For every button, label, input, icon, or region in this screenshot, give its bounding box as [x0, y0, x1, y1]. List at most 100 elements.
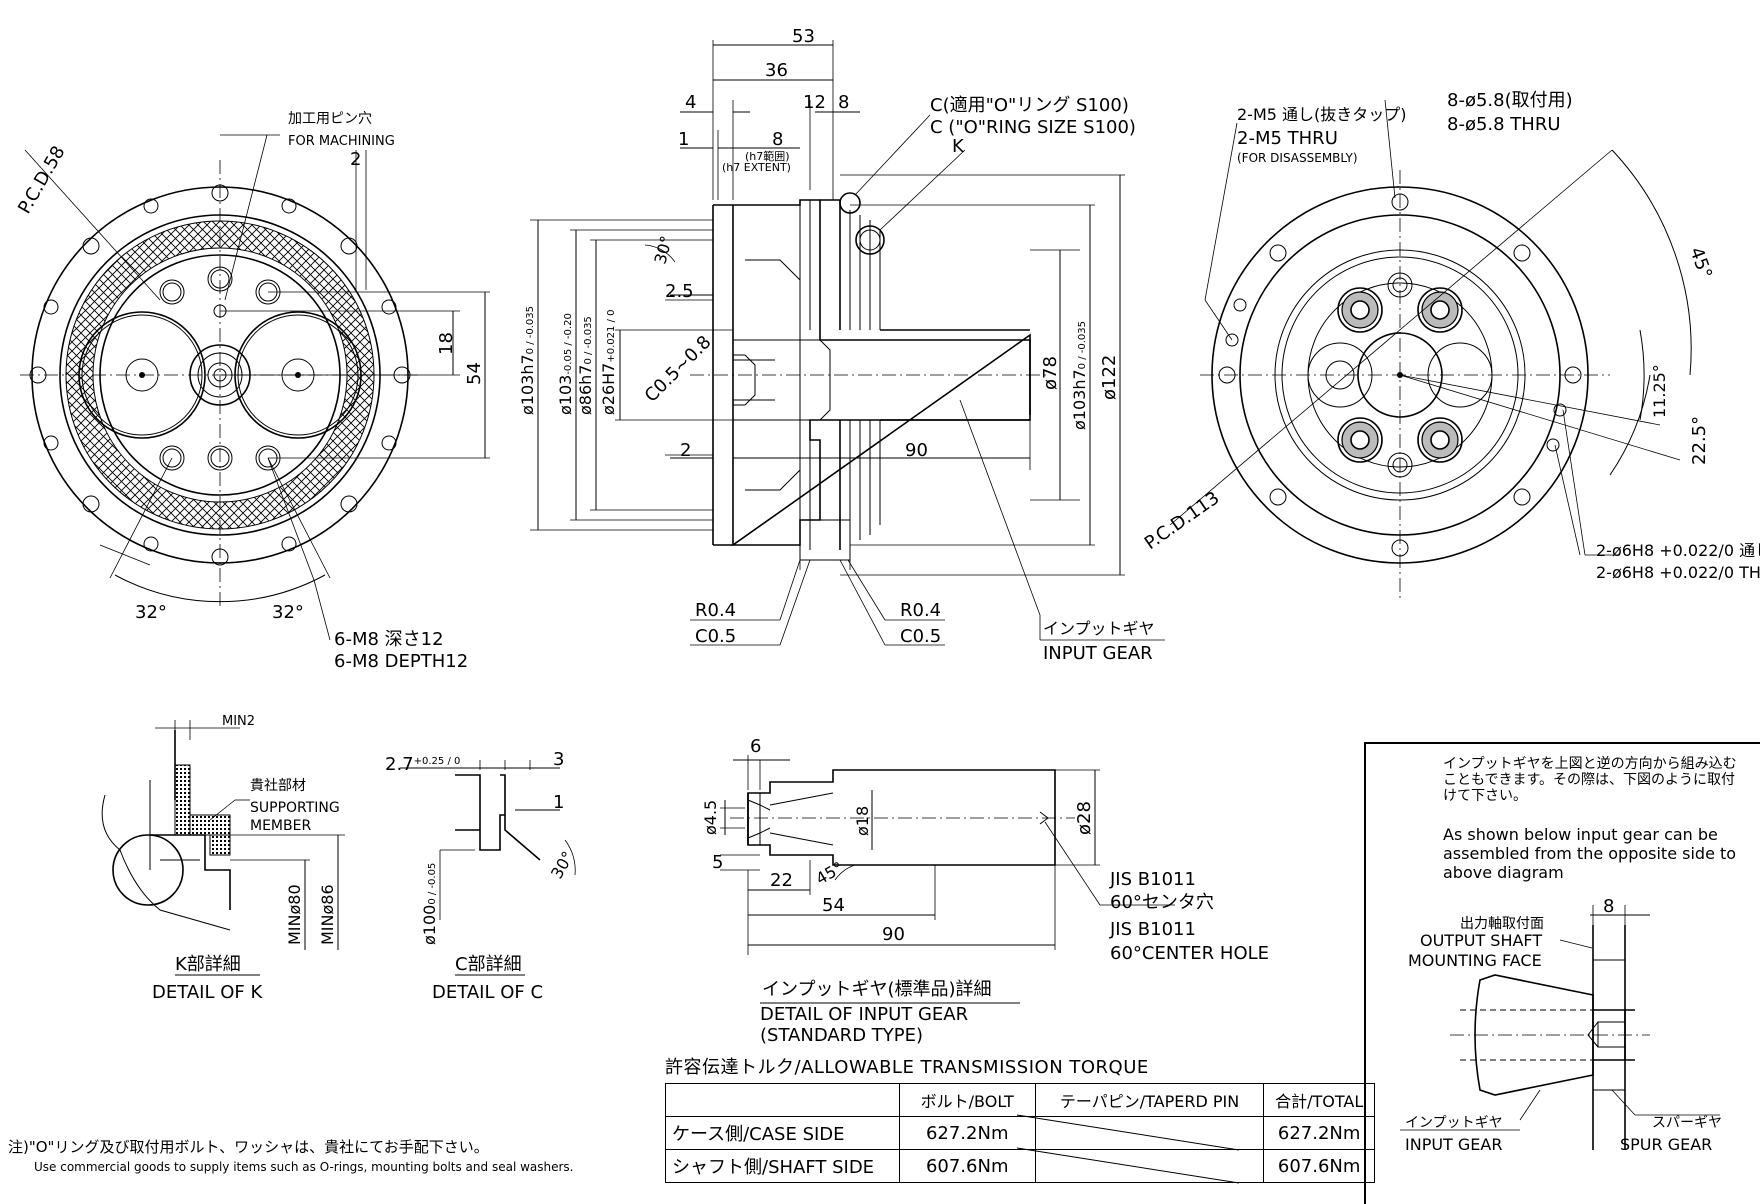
alt-face-jp: 出力軸取付面 — [1460, 916, 1544, 932]
side-oring-jp: C(適用"O"リング S100) — [930, 95, 1129, 116]
detail-c-dim-3: 3 — [553, 749, 564, 770]
alt-assembly-labels: 出力軸取付面 OUTPUT SHAFT MOUNTING FACE 8 インプッ… — [1405, 896, 1722, 1154]
detail-c-dim-1: 1 — [553, 792, 564, 813]
side-k: K — [952, 136, 965, 157]
side-oring-en: C ("O"RING SIZE S100) — [930, 117, 1136, 138]
rear-m5-note: (FOR DISASSEMBLY) — [1237, 151, 1358, 165]
table-row-pin — [1034, 1149, 1265, 1183]
rear-m5-en: 2-M5 THRU — [1237, 128, 1338, 149]
detail-c-title-jp: C部詳細 — [455, 954, 522, 975]
ig-dim-22: 22 — [770, 870, 793, 891]
ig-jis1: JIS B1011 — [1109, 869, 1196, 890]
side-r04-right: R0.4 — [900, 600, 941, 621]
ig-d28: ø28 — [1074, 801, 1095, 835]
side-d103h7: ø103h70 / -0.035 — [518, 306, 537, 415]
ig-d45: ø4.5 — [701, 800, 720, 835]
table-header-1: ボルト/BOLT — [898, 1083, 1036, 1117]
rear-angle-22-5: 22.5° — [1689, 416, 1710, 465]
detail-k — [101, 720, 345, 976]
ig-dim-90: 90 — [882, 924, 905, 945]
table-row-total: 627.2Nm — [1263, 1116, 1375, 1150]
side-dim-1: 1 — [678, 129, 689, 150]
detail-k-member-en1: SUPPORTING — [250, 800, 340, 816]
table-header-2: テーパピン/TAPERD PIN — [1034, 1083, 1265, 1117]
front-tap-en: 6-M8 DEPTH12 — [334, 651, 468, 672]
torque-table-title: 許容伝達トルク/ALLOWABLE TRANSMISSION TORQUE — [665, 1057, 1149, 1078]
table-row-label: シャフト側/SHAFT SIDE — [665, 1149, 900, 1183]
ig-d18: ø18 — [853, 806, 872, 836]
ig-title-en1: DETAIL OF INPUT GEAR — [760, 1004, 968, 1025]
table-row-label: ケース側/CASE SIDE — [665, 1116, 900, 1150]
front-dim-18: 18 — [436, 332, 457, 355]
side-d26h7: ø26H7+0.021 / 0 — [599, 310, 618, 415]
alt-dim-8: 8 — [1603, 896, 1614, 917]
rear-pcd: P.C.D.113 — [1141, 488, 1224, 555]
detail-c-labels: 2.7+0.25 / 0 3 1 30° ø1000 / -0.05 C部詳細 … — [385, 749, 578, 1003]
alt-spur-jp: スパーギヤ — [1652, 1115, 1722, 1131]
ig-center-en: 60°CENTER HOLE — [1110, 943, 1269, 964]
table-row-bolt: 607.6Nm — [898, 1149, 1036, 1183]
rear-holes-en: 8-ø5.8 THRU — [1447, 114, 1561, 135]
side-dim-8b: 8 — [772, 129, 783, 150]
alt-input-jp: インプットギヤ — [1405, 1115, 1503, 1131]
detail-k-title-en: DETAIL OF K — [152, 982, 263, 1003]
alt-assembly-en: As shown below input gear can be assembl… — [1443, 825, 1737, 882]
detail-c-dim-27: 2.7+0.25 / 0 — [385, 754, 460, 775]
side-chamfer: C0.5~0.8 — [641, 332, 716, 407]
rear-outer-holes — [1218, 193, 1582, 557]
side-dim-90: 90 — [905, 440, 928, 461]
ig-title-jp: インプットギヤ(標準品)詳細 — [762, 979, 992, 1000]
front-pcd: P.C.D.58 — [14, 142, 69, 217]
side-d78: ø78 — [1040, 356, 1061, 390]
table-row-bolt: 627.2Nm — [898, 1116, 1036, 1150]
side-h7-jp: (h7範囲) — [745, 149, 790, 163]
detail-k-min80: MINø80 — [285, 884, 304, 945]
front-tap-jp: 6-M8 深さ12 — [334, 629, 444, 650]
table-header-row: ボルト/BOLT テーパピン/TAPERD PIN 合計/TOTAL — [665, 1083, 1375, 1117]
ig-dim-6: 6 — [750, 736, 761, 757]
side-angle-30: 30° — [651, 234, 677, 266]
rear-pin-en: 2-ø6H8 +0.022/0 THRU — [1596, 563, 1760, 582]
detail-c — [400, 760, 576, 976]
detail-c-angle-30: 30° — [547, 848, 578, 882]
side-d103: ø103-0.05 / -0.20 — [556, 313, 575, 415]
table-row-pin — [1034, 1116, 1265, 1150]
ig-center-jp: 60°センタ穴 — [1110, 892, 1214, 913]
front-angle-right: 32° — [272, 602, 304, 623]
input-gear-labels: 6 ø4.5 5 ø18 ø28 22 45° 54 90 JIS B1011 … — [701, 736, 1269, 1046]
rear-view — [1169, 99, 1692, 600]
ig-jis2: JIS B1011 — [1109, 919, 1196, 940]
detail-k-min2: MIN2 — [222, 714, 255, 729]
side-h7-en: (h7 EXTENT) — [722, 161, 791, 174]
front-angle-left: 32° — [135, 602, 167, 623]
detail-k-member-jp: 貴社部材 — [250, 778, 306, 794]
side-input-jp: インプットギヤ — [1043, 619, 1155, 638]
rear-holes-jp: 8-ø5.8(取付用) — [1447, 90, 1573, 111]
detail-k-title-jp: K部詳細 — [175, 954, 241, 975]
rear-angle-45: 45° — [1685, 245, 1716, 282]
note-en: Use commercial goods to supply items suc… — [34, 1160, 574, 1174]
side-dim-12: 12 — [803, 92, 826, 113]
front-pin-en: FOR MACHINING — [288, 134, 395, 149]
front-dim-2: 2 — [350, 149, 361, 170]
detail-k-labels: MIN2 貴社部材 SUPPORTING MEMBER MINø80 MINø8… — [152, 714, 340, 1003]
rear-hex-bolts — [1337, 272, 1463, 478]
torque-table: ボルト/BOLT テーパピン/TAPERD PIN 合計/TOTAL ケース側/… — [665, 1083, 1375, 1183]
alt-input-en: INPUT GEAR — [1405, 1135, 1502, 1154]
alt-face-en1: OUTPUT SHAFT — [1420, 931, 1542, 950]
table-header-3: 合計/TOTAL — [1263, 1083, 1375, 1117]
rear-pin-jp: 2-ø6H8 +0.022/0 通し — [1596, 541, 1760, 560]
side-d122: ø122 — [1099, 355, 1120, 400]
alt-spur-en: SPUR GEAR — [1620, 1135, 1712, 1154]
side-c05-right: C0.5 — [900, 626, 941, 647]
side-view-labels: 53 36 4 12 8 1 8 (h7範囲) (h7 EXTENT) C(適用… — [518, 26, 1155, 664]
input-gear-detail — [720, 755, 1175, 1004]
table-header-0 — [665, 1083, 900, 1117]
note-jp: 注)"O"リング及び取付用ボルト、ワッシャは、貴社にてお手配下さい。 — [8, 1138, 489, 1156]
table-row: シャフト側/SHAFT SIDE 607.6Nm 607.6Nm — [665, 1149, 1375, 1183]
side-c05-left: C0.5 — [695, 626, 736, 647]
ig-dim-54: 54 — [822, 895, 845, 916]
side-dim-53: 53 — [792, 26, 815, 47]
side-dim-8: 8 — [838, 92, 849, 113]
alt-assembly-jp: インプットギヤを上図と逆の方向から組み込むこともできます。その際は、下図のように… — [1443, 756, 1737, 804]
